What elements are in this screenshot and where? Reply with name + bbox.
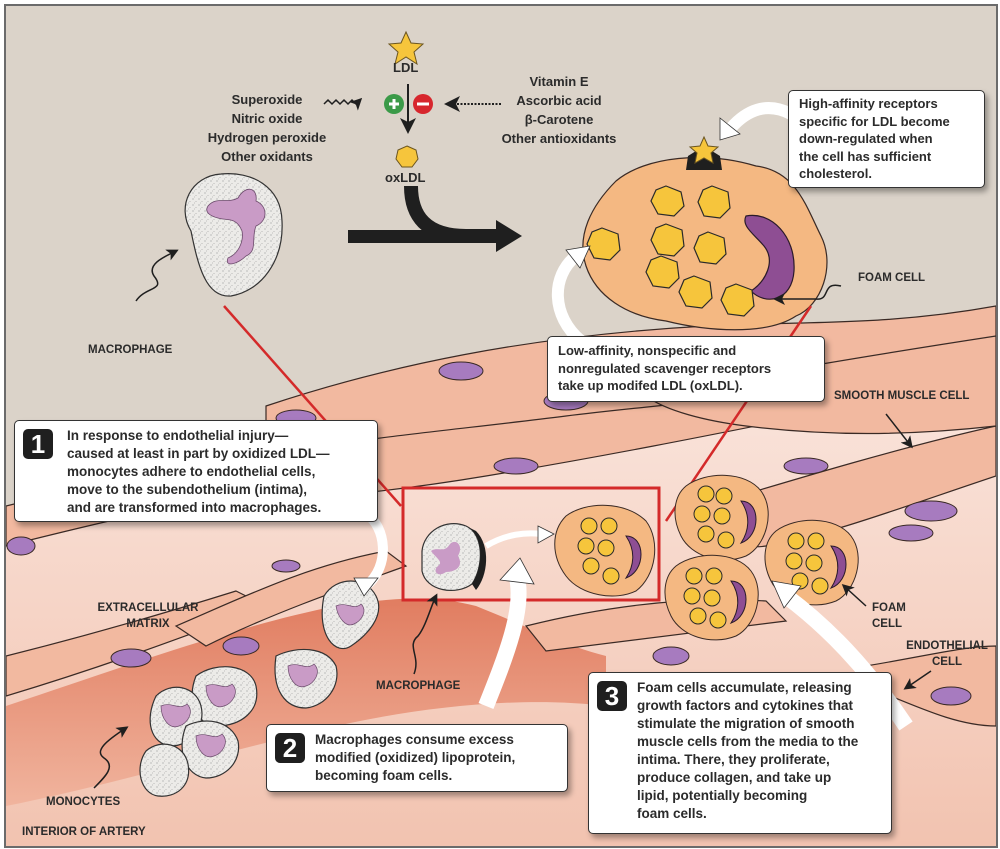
step-line: lipid, potentially becoming — [637, 788, 808, 803]
step2-callout-arrow — [478, 571, 527, 709]
callout-line: specific for LDL become — [799, 113, 950, 129]
oxidant-item: Superoxide — [231, 92, 303, 107]
label-line: CELL — [872, 618, 903, 630]
oxidants-list: Superoxide Nitric oxide Hydrogen peroxid… — [202, 90, 332, 166]
antioxidant-item: β-Carotene — [524, 112, 594, 127]
label-line: MATRIX — [126, 618, 170, 630]
oxldl-hexagon-icon — [395, 145, 419, 168]
oxidant-item: Other oxidants — [221, 149, 313, 164]
step-line: produce collagen, and take up — [637, 770, 832, 785]
step-2-number: 2 — [275, 733, 305, 763]
step-line: stimulate the migration of smooth — [637, 716, 855, 731]
macrophage-top-pointer-arrow — [135, 249, 179, 302]
step-1-callout: 1 In response to endothelial injury— cau… — [14, 420, 378, 522]
label-line: CELL — [931, 656, 963, 668]
macrophage-top-label: MACROPHAGE — [88, 344, 173, 356]
step-3-number: 3 — [597, 681, 627, 711]
monocytes-cluster — [139, 580, 380, 797]
label-line: ENDOTHELIAL — [906, 640, 988, 652]
ldl-receptor-icon — [686, 135, 722, 170]
label-line: EXTRACELLULAR — [97, 602, 199, 614]
antioxidants-list: Vitamin E Ascorbic acid β-Carotene Other… — [484, 72, 634, 148]
endothelial-cell-label: ENDOTHELIAL CELL — [902, 638, 992, 670]
callout-line: cholesterol. — [799, 166, 872, 181]
foam-cell-bottom-label: FOAM CELL — [872, 600, 906, 632]
step-line: move to the subendothelium (intima), — [67, 482, 308, 497]
step-line: intima. There, they proliferate, — [637, 752, 830, 767]
monocytes-label: MONOCYTES — [46, 796, 121, 808]
high-affinity-callout: High-affinity receptors specific for LDL… — [788, 90, 985, 188]
callout-line: Low-affinity, nonspecific and — [558, 343, 737, 358]
step-3-callout: 3 Foam cells accumulate, releasing growt… — [588, 672, 892, 834]
macrophage-top — [184, 173, 283, 297]
extracellular-matrix-label: EXTRACELLULAR MATRIX — [78, 600, 218, 632]
label-line: FOAM — [872, 602, 906, 614]
callout-line: nonregulated scavenger receptors — [558, 360, 772, 376]
antioxidant-item: Vitamin E — [529, 74, 589, 89]
step-line: modified (oxidized) lipoprotein, — [315, 750, 516, 765]
step-line: becoming foam cells. — [315, 768, 453, 783]
macrophage-in-box — [421, 523, 487, 592]
oxidant-wavy-arrow — [323, 97, 363, 111]
step-2-callout: 2 Macrophages consume excess modified (o… — [266, 724, 568, 792]
low-affinity-callout-arrow — [551, 251, 586, 346]
monocytes-pointer-arrow — [93, 726, 129, 789]
callout-line: the cell has sufficient — [799, 148, 932, 164]
endothelial-cell-pointer-arrow — [903, 670, 932, 690]
antioxidant-item: Other antioxidants — [501, 131, 617, 146]
foam-cell-top-pointer-arrow — [773, 284, 842, 305]
step-line: monocytes adhere to endothelial cells, — [67, 464, 316, 479]
high-affinity-callout-arrow — [726, 102, 794, 133]
diagram-frame: LDL oxLDL Superoxide Nitric oxide Hydrog… — [4, 4, 998, 848]
callout-line: take up modifed LDL (oxLDL). — [558, 378, 743, 393]
step-line: Macrophages consume excess — [315, 732, 514, 747]
step-line: growth factors and cytokines that — [637, 698, 854, 713]
low-affinity-callout: Low-affinity, nonspecific and nonregulat… — [547, 336, 825, 402]
step-line: In response to endothelial injury— — [67, 428, 289, 443]
oxidant-item: Nitric oxide — [231, 111, 303, 126]
callout-line: down-regulated when — [799, 131, 933, 146]
step-line: caused at least in part by oxidized LDL— — [67, 446, 330, 461]
interior-of-artery-label: INTERIOR OF ARTERY — [22, 826, 146, 838]
oxldl-label: oxLDL — [385, 170, 426, 185]
foam-cell-top-label: FOAM CELL — [858, 272, 926, 284]
foam-cell-bottom-pointer-arrow — [841, 583, 867, 607]
step-1-number: 1 — [23, 429, 53, 459]
foam-cells-cluster — [554, 474, 859, 641]
macrophage-bottom-pointer-arrow — [412, 593, 438, 675]
callout-line: High-affinity receptors — [799, 96, 938, 111]
transform-arrow — [484, 530, 542, 549]
step-line: foam cells. — [637, 806, 707, 821]
smooth-muscle-pointer-arrow — [885, 413, 913, 449]
step-line: and are transformed into macrophages. — [67, 500, 322, 515]
highlight-box — [401, 486, 661, 602]
macrophage-bottom-label: MACROPHAGE — [376, 680, 461, 692]
oxidant-item: Hydrogen peroxide — [207, 130, 327, 145]
ldl-star-icon — [387, 30, 425, 66]
oxldl-uptake-arrow — [404, 185, 496, 243]
foam-cell-top — [582, 156, 828, 331]
antioxidant-item: Ascorbic acid — [516, 93, 602, 108]
smooth-muscle-cell-label: SMOOTH MUSCLE CELL — [834, 390, 970, 402]
ldl-label: LDL — [393, 60, 419, 75]
step-line: Foam cells accumulate, releasing — [637, 680, 852, 695]
step-line: muscle cells from the media to the — [637, 734, 859, 749]
